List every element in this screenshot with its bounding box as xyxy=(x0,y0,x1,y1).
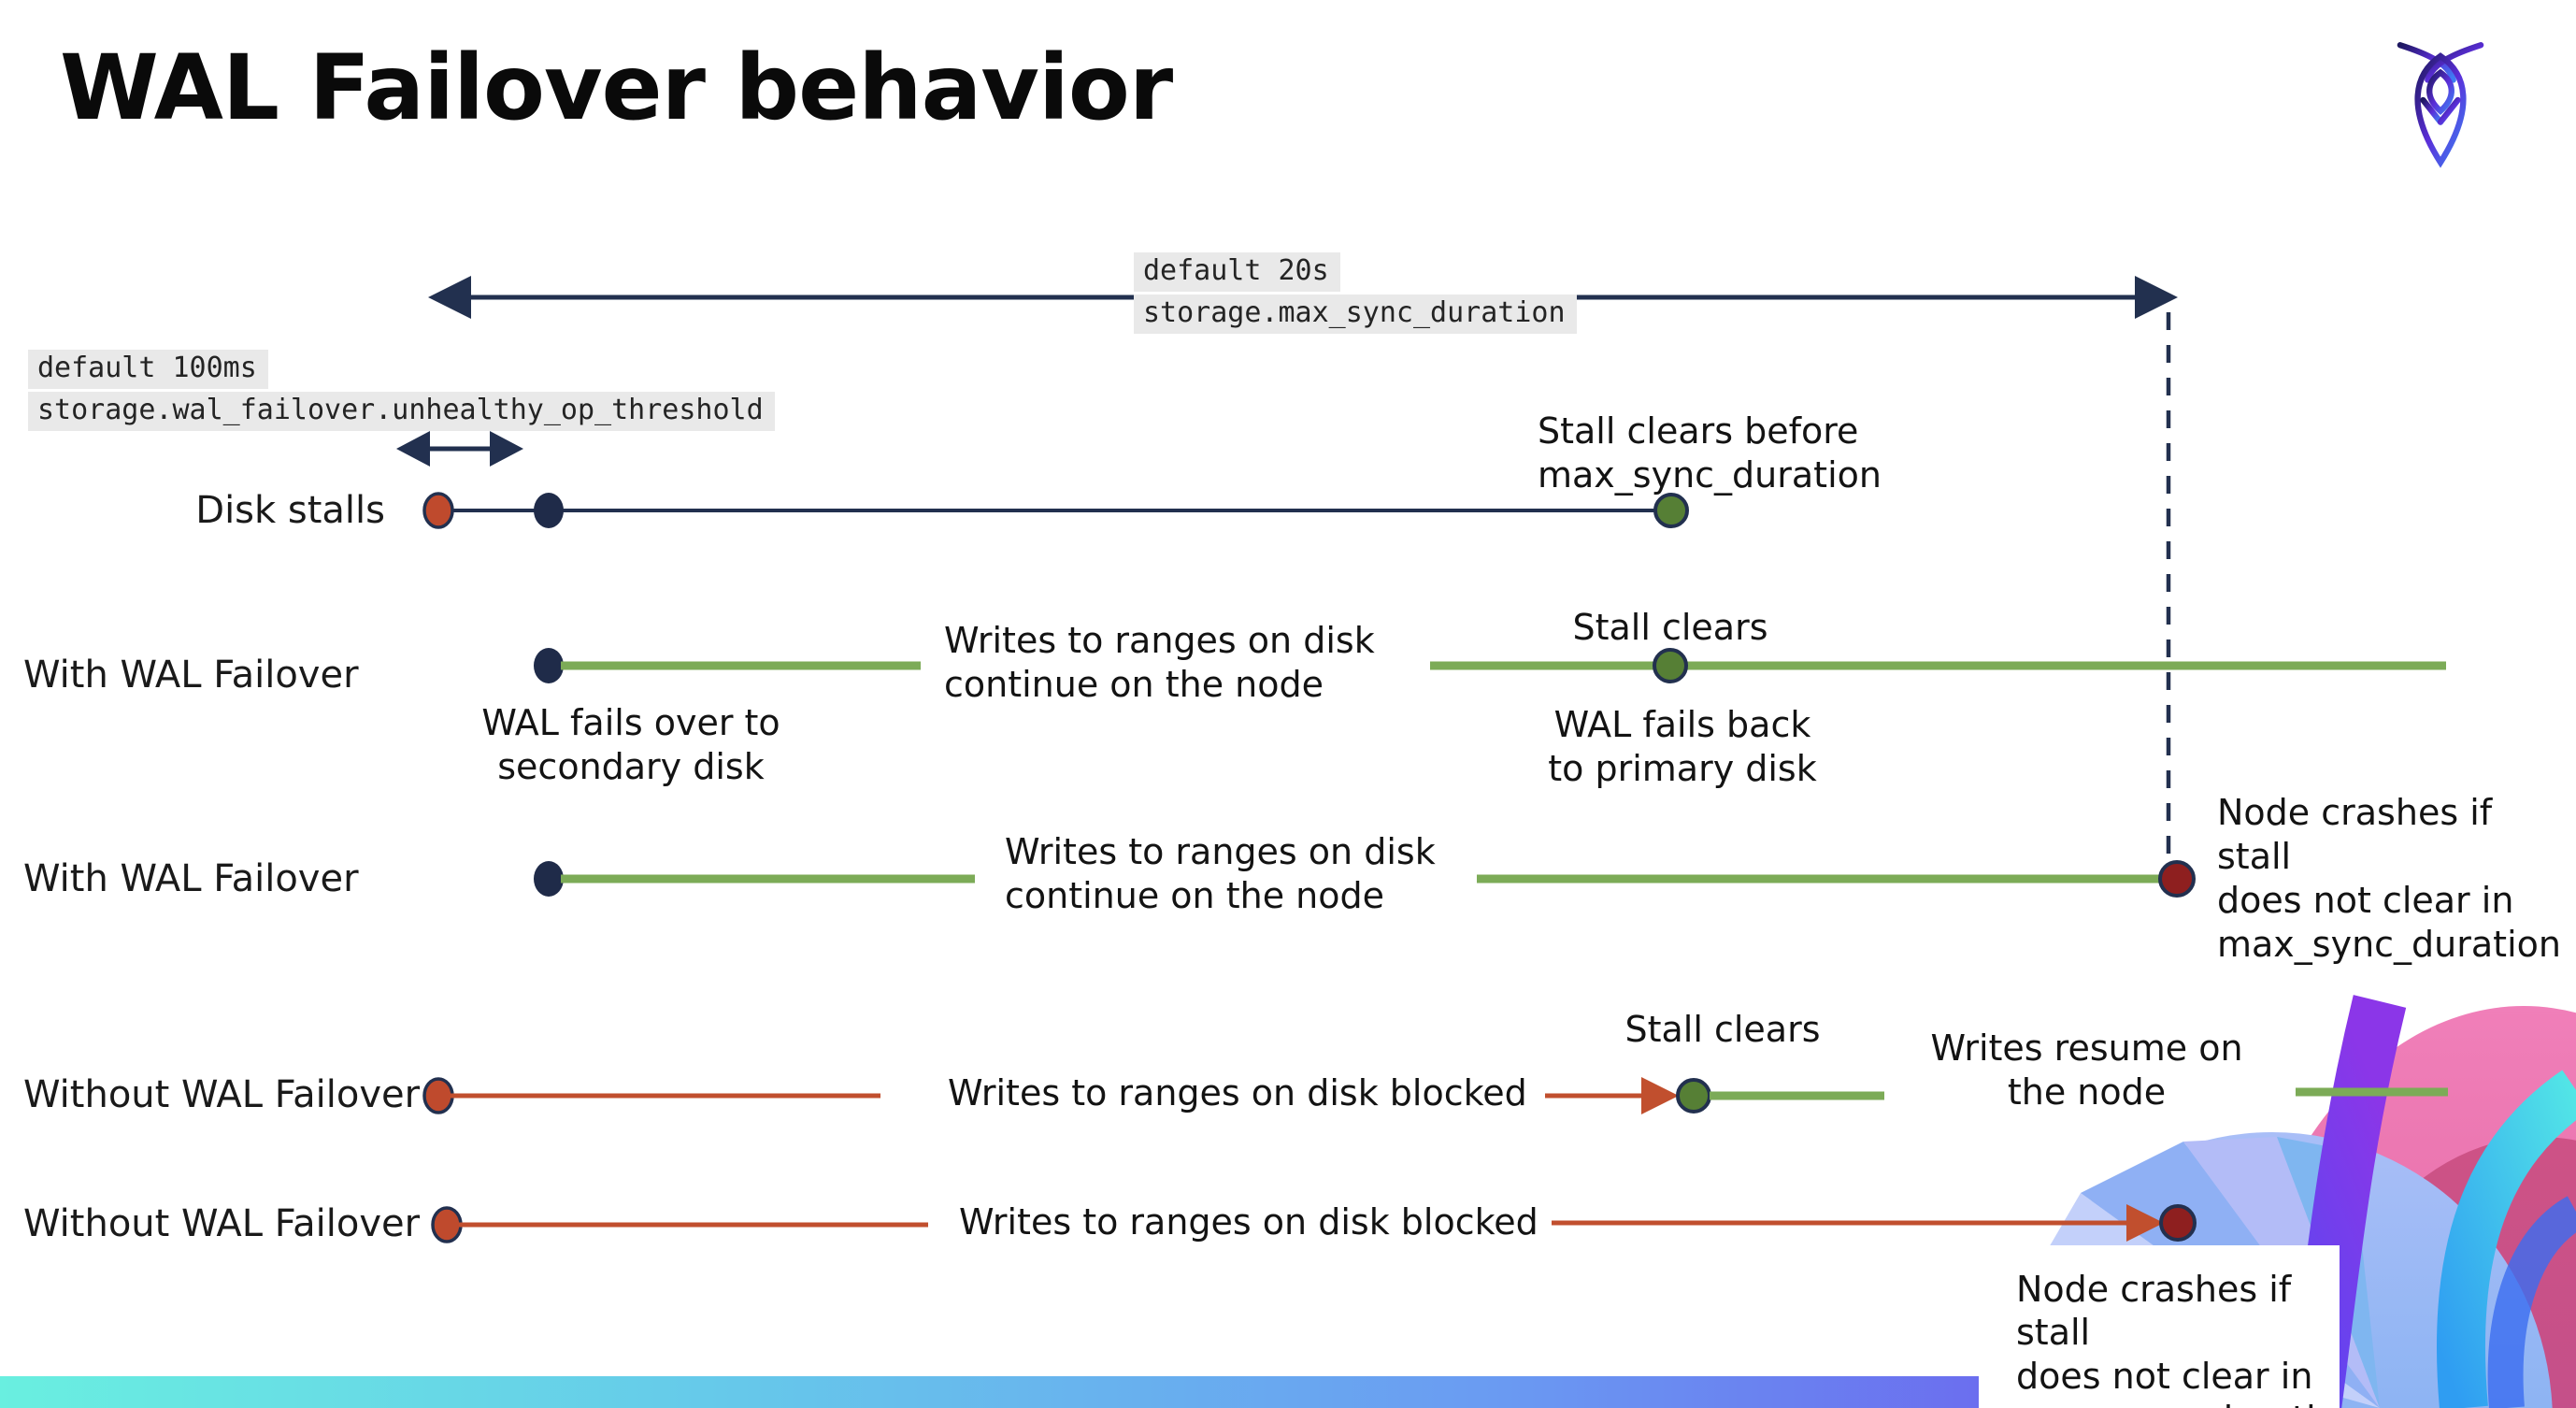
crash-dot xyxy=(2158,860,2196,898)
annotation-node-crashes-2: Node crashes if stall does not clear in … xyxy=(2016,1269,2360,1408)
threshold-dot xyxy=(534,493,564,528)
crash-dot xyxy=(2159,1204,2197,1242)
timeline-with-wal-failover-1 xyxy=(534,648,2446,683)
stall-clear-dot xyxy=(1676,1078,1711,1113)
red-arrowhead xyxy=(2126,1204,2164,1242)
red-arrowhead xyxy=(1641,1077,1679,1114)
annotation-stall-clears-before: Stall clears before max_sync_duration xyxy=(1538,410,1882,496)
timeline-without-wal-failover-1 xyxy=(422,1077,2448,1114)
row-label-without-wal-failover-1: Without WAL Failover xyxy=(23,1073,421,1116)
annotation-wal-fails-back: WAL fails back to primary disk xyxy=(1548,704,1817,790)
timeline-without-wal-failover-2 xyxy=(431,1204,2197,1243)
unhealthy-op-threshold-callout: default 100ms storage.wal_failover.unhea… xyxy=(28,350,775,434)
annotation-stall-clears-2: Stall clears xyxy=(1624,1009,1821,1050)
annotation-node-crashes-1: Node crashes if stall does not clear in … xyxy=(2217,792,2561,966)
artwork-cyan-arc xyxy=(2436,1070,2576,1408)
disk-stall-start-dot xyxy=(422,1077,454,1114)
stall-clear-dot xyxy=(1653,648,1688,683)
threshold-default-value: default 100ms xyxy=(28,350,268,389)
row-label-disk-stalls: Disk stalls xyxy=(195,489,385,532)
annotation-writes-blocked-1: Writes to ranges on disk blocked xyxy=(948,1072,1527,1113)
row-label-without-wal-failover-2: Without WAL Failover xyxy=(23,1202,421,1245)
timeline-disk-stalls xyxy=(422,492,1689,529)
max-sync-setting-name: storage.max_sync_duration xyxy=(1134,295,1577,334)
annotation-writes-continue-1: Writes to ranges on disk continue on the… xyxy=(944,620,1375,706)
timeline-with-wal-failover-2 xyxy=(534,860,2196,898)
row-label-with-wal-failover-1: With WAL Failover xyxy=(23,654,359,697)
failover-dot xyxy=(534,648,564,683)
row-label-with-wal-failover-2: With WAL Failover xyxy=(23,857,359,900)
max-sync-duration-callout: default 20s storage.max_sync_duration xyxy=(1134,252,1577,337)
max-sync-default-value: default 20s xyxy=(1134,252,1340,292)
node-crash-callout-box xyxy=(1979,1245,2340,1408)
page-title: WAL Failover behavior xyxy=(60,36,1173,140)
threshold-setting-name: storage.wal_failover.unhealthy_op_thresh… xyxy=(28,392,775,431)
annotation-writes-blocked-2: Writes to ranges on disk blocked xyxy=(959,1201,1538,1243)
failover-dot xyxy=(534,861,564,897)
annotation-stall-clears-1: Stall clears xyxy=(1572,607,1768,648)
annotation-writes-resume: Writes resume on the node xyxy=(1930,1027,2243,1113)
disk-stall-start-dot xyxy=(431,1206,463,1243)
cockroach-labs-logo-icon xyxy=(2397,42,2484,168)
unhealthy-op-threshold-arrow xyxy=(396,431,523,467)
artwork-blue-arc xyxy=(2487,1196,2576,1408)
annotation-writes-continue-2: Writes to ranges on disk continue on the… xyxy=(1005,831,1436,917)
stall-clear-dot xyxy=(1653,493,1689,528)
disk-stall-start-dot xyxy=(422,492,454,529)
annotation-wal-fails-over: WAL fails over to secondary disk xyxy=(481,702,780,788)
